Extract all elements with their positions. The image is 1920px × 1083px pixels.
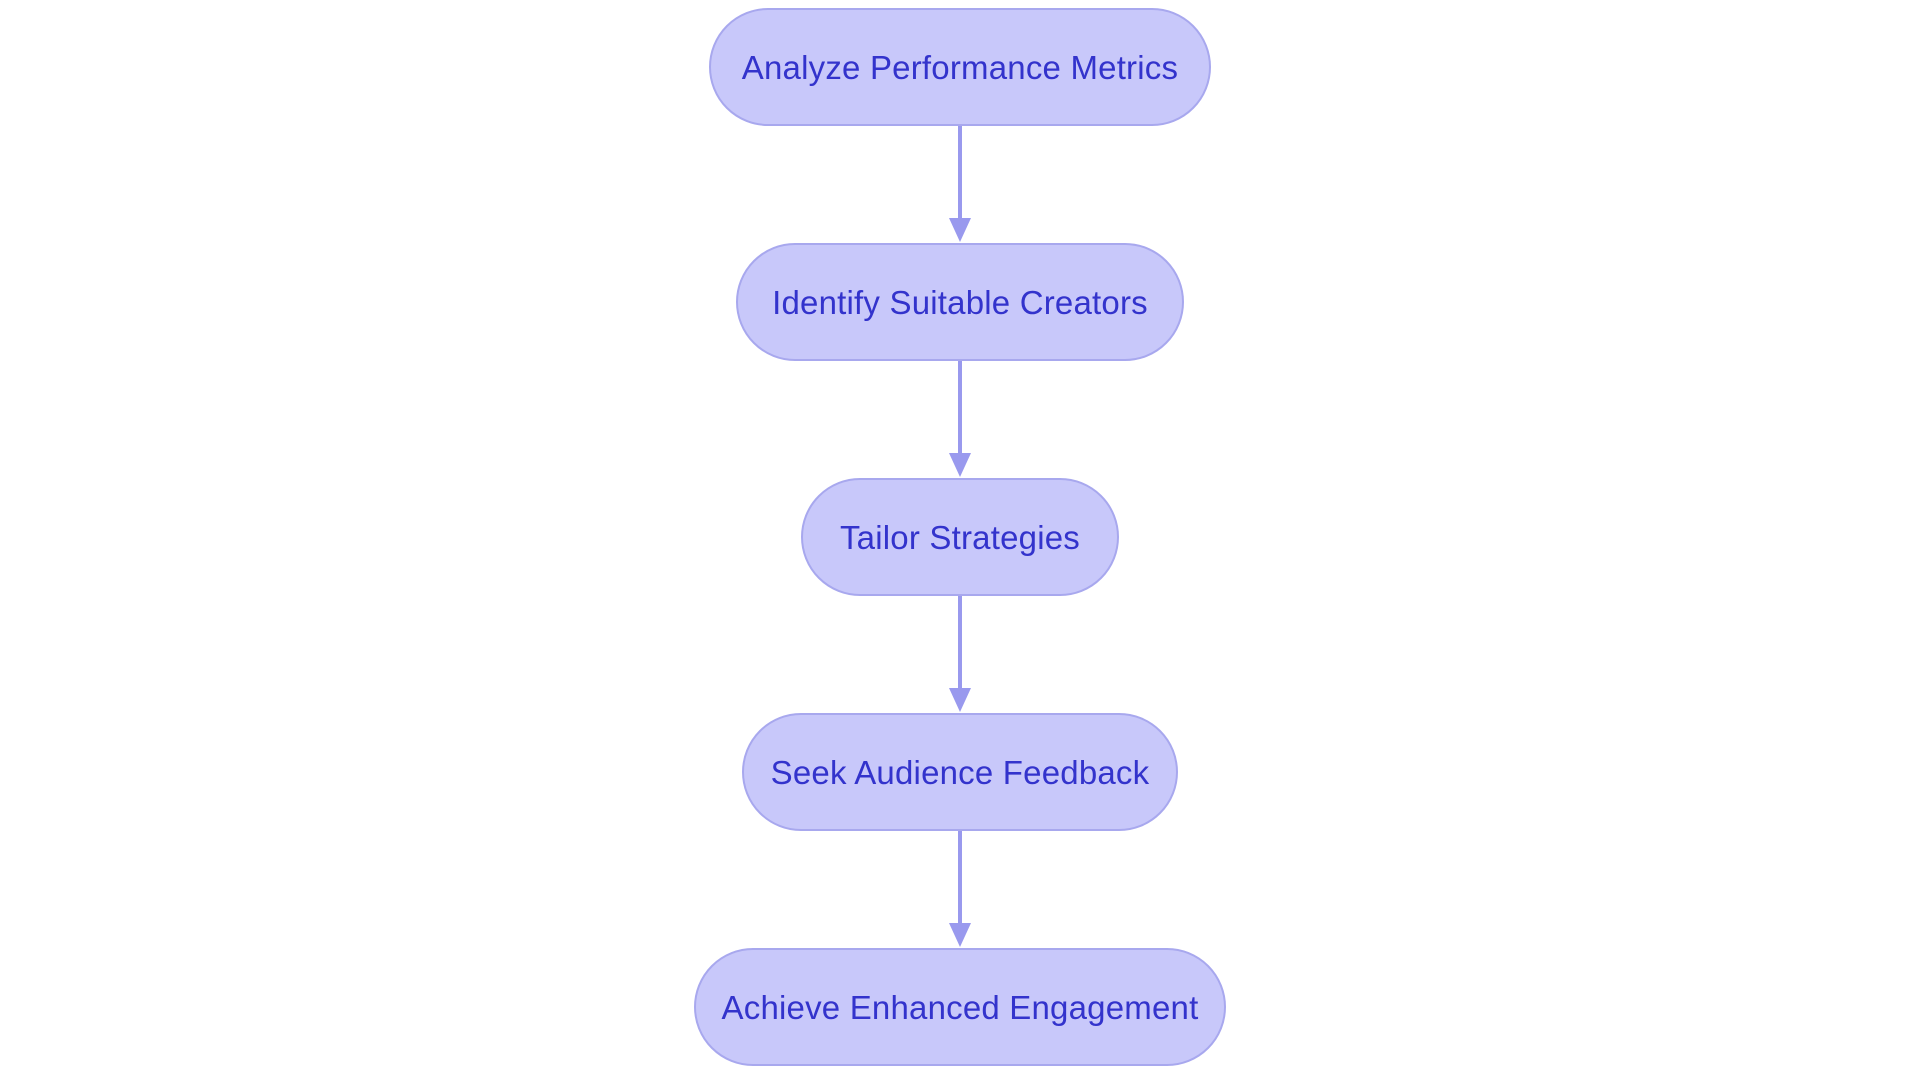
flow-node-identify-suitable-creators[interactable]: Identify Suitable Creators (736, 243, 1184, 361)
flow-arrow-seek-to-achieve (948, 831, 972, 948)
flow-node-label: Analyze Performance Metrics (741, 48, 1179, 86)
flow-node-tailor-strategies[interactable]: Tailor Strategies (801, 478, 1119, 596)
flow-node-seek-audience-feedback[interactable]: Seek Audience Feedback (742, 713, 1178, 831)
flow-node-label: Identify Suitable Creators (772, 283, 1148, 321)
flow-arrow-tailor-to-seek (948, 596, 972, 713)
flow-node-label: Tailor Strategies (839, 518, 1080, 556)
flow-node-analyze-performance-metrics[interactable]: Analyze Performance Metrics (709, 8, 1211, 126)
flow-arrow-analyze-to-identify (948, 126, 972, 243)
flow-node-label: Seek Audience Feedback (770, 753, 1150, 791)
flow-node-achieve-enhanced-engagement[interactable]: Achieve Enhanced Engagement (694, 948, 1226, 1066)
flow-arrow-identify-to-tailor (948, 361, 972, 478)
flow-node-label: Achieve Enhanced Engagement (721, 988, 1199, 1026)
